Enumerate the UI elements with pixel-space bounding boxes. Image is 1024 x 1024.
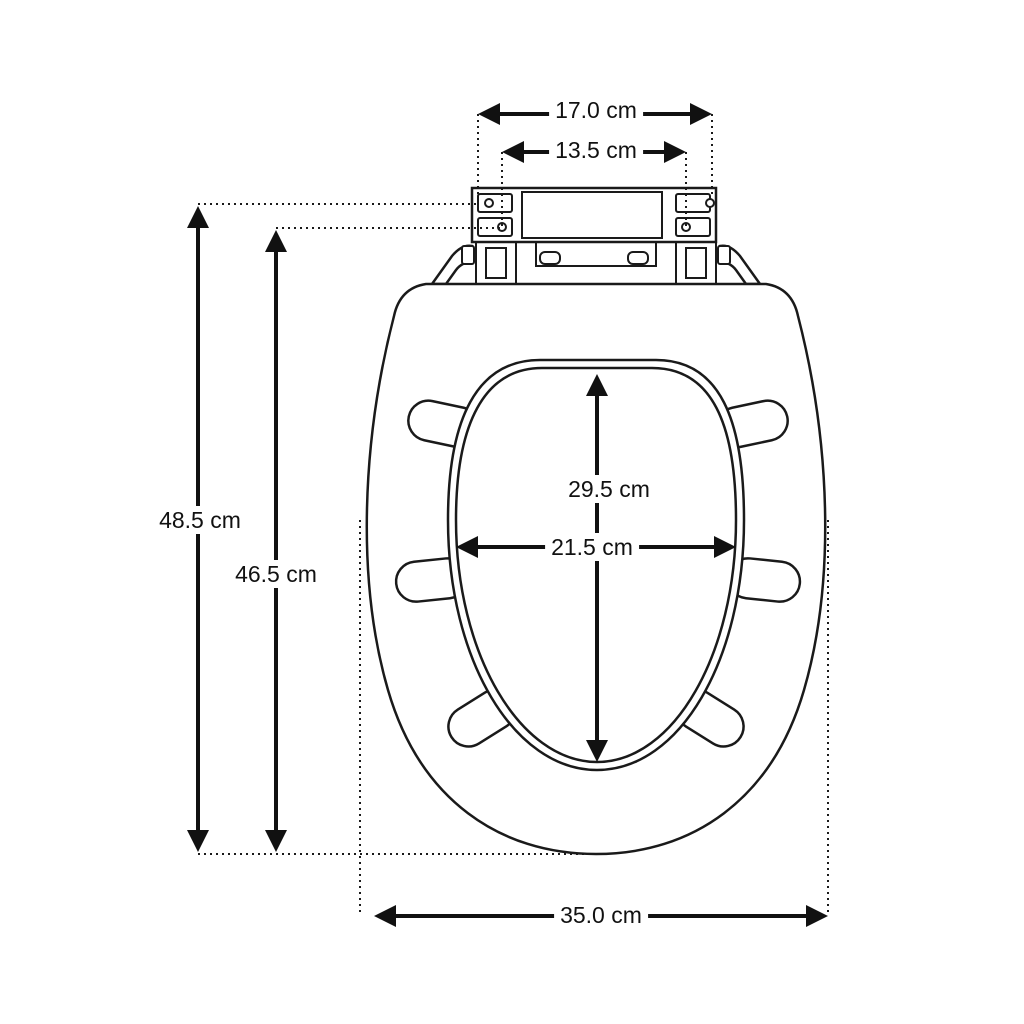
dim-opening-length [586,374,608,762]
reference-lines [198,114,829,916]
hinge-inner-width-label: 13.5 cm [549,136,643,164]
seat-width-label: 35.0 cm [554,901,648,929]
hinge-centre-bar [535,241,657,267]
opening-width-label: 21.5 cm [545,533,639,561]
hinge-lower-right [675,241,731,285]
total-length-label: 48.5 cm [153,506,247,534]
hinge-lower-left [461,241,517,285]
hinge-plate [470,186,718,244]
seat-length-label: 46.5 cm [229,560,323,588]
seat-bumpers-visible [394,399,802,748]
dim-seat-length [265,230,287,852]
opening-length-label: 29.5 cm [562,475,656,503]
hinge-outer-width-label: 17.0 cm [549,96,643,124]
